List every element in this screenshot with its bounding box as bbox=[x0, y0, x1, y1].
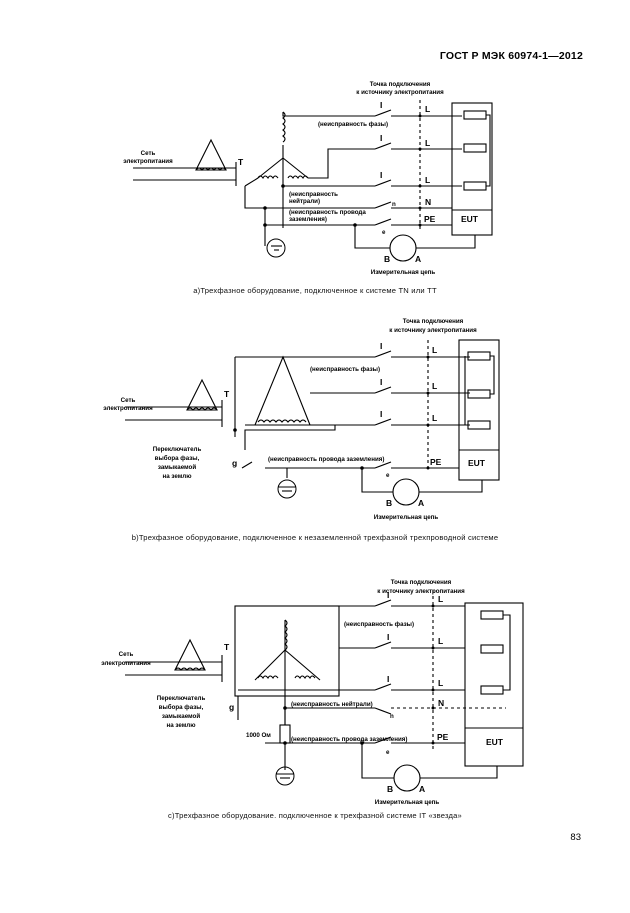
transformer-label: T bbox=[238, 157, 244, 167]
selector-label-2: выбора фазы, bbox=[159, 704, 204, 711]
neutral-fault-label-2: нейтрали) bbox=[289, 198, 320, 205]
figure-a-diagram: Точка подключения к источнику электропит… bbox=[123, 81, 493, 276]
earth-fault-label-2: заземления) bbox=[289, 216, 327, 223]
n-label: N bbox=[425, 197, 431, 207]
eut-label: EUT bbox=[461, 214, 479, 224]
switch-g-label: g bbox=[232, 458, 237, 468]
l3-label: L bbox=[438, 678, 443, 688]
connection-points-label: Точка подключения bbox=[370, 81, 431, 88]
b-label: B bbox=[386, 498, 392, 508]
supply-label-2: электропитания bbox=[101, 660, 151, 667]
figure-b-diagram: Точка подключения к источнику электропит… bbox=[103, 318, 500, 521]
eut-label: EUT bbox=[486, 737, 504, 747]
pe-label: PE bbox=[424, 214, 436, 224]
transformer-label: T bbox=[224, 642, 230, 652]
phase-fault-label: (неисправность фазы) bbox=[344, 621, 414, 628]
neutral-fault-label: (неисправность bbox=[289, 191, 338, 198]
switch-i-3: I bbox=[380, 409, 382, 419]
supply-label: Сеть bbox=[121, 397, 136, 404]
switch-i-1: I bbox=[380, 100, 382, 110]
switch-i-2: I bbox=[380, 377, 382, 387]
selector-label-2: выбора фазы, bbox=[155, 455, 200, 462]
selector-label: Переключатель bbox=[153, 446, 202, 453]
earth-fault-label: (неисправность провода bbox=[289, 209, 366, 216]
supply-label-2: электропитания bbox=[103, 405, 153, 412]
selector-label-3: замыкаемой bbox=[158, 464, 196, 471]
measuring-circuit-label: Измерительная цепь bbox=[374, 514, 439, 521]
caption-c: с)Трехфазное оборудование. подключенное … bbox=[168, 811, 462, 820]
a-label: A bbox=[415, 254, 421, 264]
l2-label: L bbox=[438, 636, 443, 646]
figure-c-diagram: Точка подключения к источнику электропит… bbox=[101, 579, 524, 806]
selector-label: Переключатель bbox=[157, 695, 206, 702]
l2-label: L bbox=[425, 138, 430, 148]
caption-b: b)Трехфазное оборудование, подключенное … bbox=[131, 533, 499, 542]
switch-i-2: I bbox=[387, 632, 389, 642]
measuring-circuit-label: Измерительная цепь bbox=[371, 269, 436, 276]
earth-fault-label: (неисправность провода заземления) bbox=[291, 736, 407, 743]
switch-i-3: I bbox=[380, 170, 382, 180]
phase-fault-label: (неисправность фазы) bbox=[310, 366, 380, 373]
l3-label: L bbox=[425, 175, 430, 185]
b-label: B bbox=[387, 784, 393, 794]
supply-label: Сеть bbox=[119, 651, 134, 658]
supply-label: Сеть bbox=[141, 150, 156, 157]
n-label: N bbox=[438, 698, 444, 708]
switch-g-label: g bbox=[229, 702, 234, 712]
switch-i-2: I bbox=[380, 133, 382, 143]
transformer-label: T bbox=[224, 389, 230, 399]
connection-points-label: Точка подключения bbox=[391, 579, 452, 586]
connection-points-label-2: к источнику электропитания bbox=[377, 588, 465, 595]
switch-e-label: e bbox=[386, 749, 390, 756]
pe-label: PE bbox=[437, 732, 449, 742]
switch-i-1: I bbox=[387, 590, 389, 600]
a-label: A bbox=[419, 784, 425, 794]
eut-label: EUT bbox=[468, 458, 486, 468]
switch-n-label: n bbox=[390, 713, 394, 720]
connection-points-label-2: к источнику электропитания bbox=[356, 89, 444, 96]
caption-a: а)Трехфазное оборудование, подключенное … bbox=[193, 286, 437, 295]
pe-label: PE bbox=[430, 457, 442, 467]
switch-n-label: n bbox=[392, 201, 396, 208]
connection-points-label-2: к источнику электропитания bbox=[389, 327, 477, 334]
connection-points-label: Точка подключения bbox=[403, 318, 464, 325]
l2-label: L bbox=[432, 381, 437, 391]
l3-label: L bbox=[432, 413, 437, 423]
switch-i-1: I bbox=[380, 341, 382, 351]
neutral-fault-label: (неисправность нейтрали) bbox=[291, 701, 373, 708]
b-label: B bbox=[384, 254, 390, 264]
switch-e-label: e bbox=[382, 229, 386, 236]
selector-label-3: замыкаемой bbox=[162, 713, 200, 720]
l1-label: L bbox=[438, 594, 443, 604]
l1-label: L bbox=[432, 345, 437, 355]
l1-label: L bbox=[425, 104, 430, 114]
a-label: A bbox=[418, 498, 424, 508]
selector-label-4: на землю bbox=[166, 722, 196, 729]
resistor-label: 1000 Ом bbox=[246, 732, 271, 739]
phase-fault-label: (неисправность фазы) bbox=[318, 121, 388, 128]
switch-e-label: e bbox=[386, 472, 390, 479]
supply-label-2: электропитания bbox=[123, 158, 173, 165]
selector-label-4: на землю bbox=[162, 473, 192, 480]
page-number: 83 bbox=[570, 832, 581, 843]
document-header: ГОСТ Р МЭК 60974-1—2012 bbox=[439, 50, 583, 62]
switch-i-3: I bbox=[387, 674, 389, 684]
earth-fault-label: (неисправность провода заземления) bbox=[268, 456, 384, 463]
measuring-circuit-label: Измерительная цепь bbox=[375, 799, 440, 806]
